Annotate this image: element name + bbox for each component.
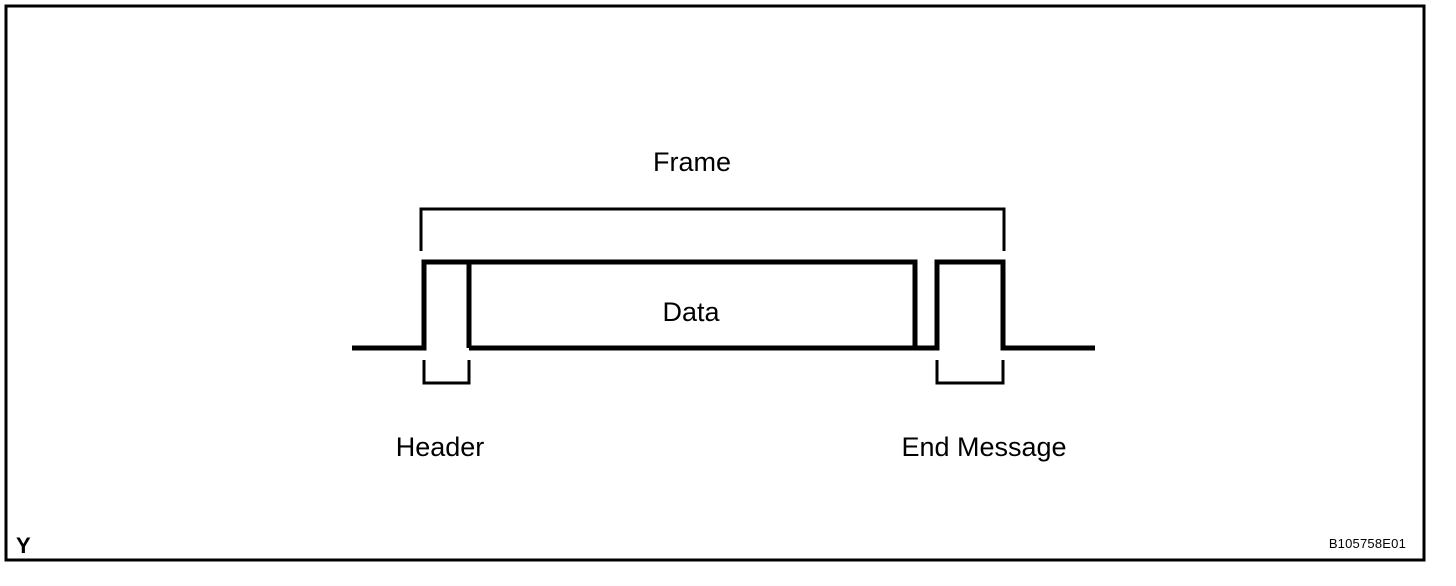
page-border — [4, 4, 1426, 562]
signal-waveform — [352, 259, 1095, 351]
frame-label: Frame — [653, 147, 731, 177]
end-message-label: End Message — [901, 432, 1066, 462]
frame-span-bracket — [419, 207, 1006, 251]
end-message-span-bracket — [935, 360, 1005, 385]
header-label: Header — [396, 432, 485, 462]
data-label: Data — [662, 297, 720, 327]
header-span-bracket — [422, 360, 471, 385]
corner-orientation-mark: Y — [16, 533, 31, 558]
reference-code: B105758E01 — [1329, 536, 1406, 551]
